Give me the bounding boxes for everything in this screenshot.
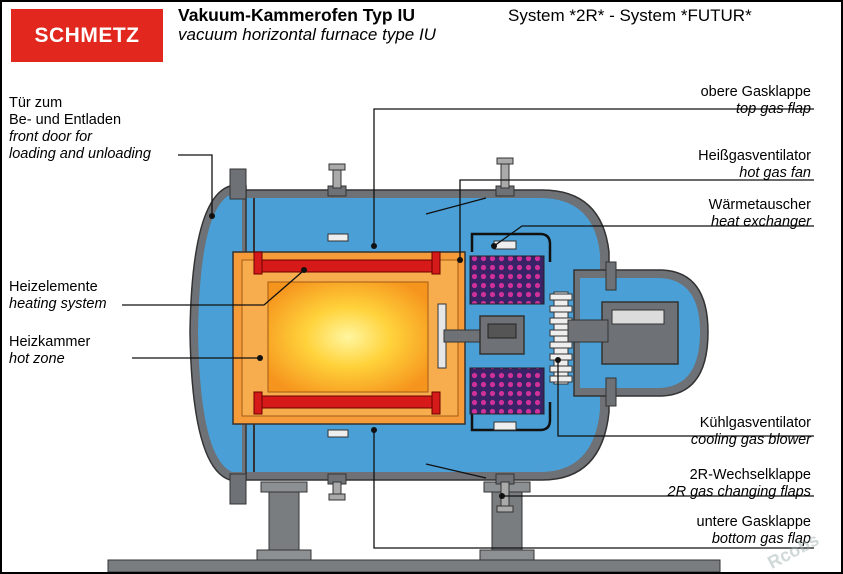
hot-gas-fan [437,303,525,369]
door-flange-bottom [229,473,247,505]
motor-flange-bottom [605,377,617,407]
schmetz-logo: SCHMETZ [11,9,163,62]
system-title: System *2R* - System *FUTUR* [508,6,752,25]
front-door-inner [198,194,242,472]
heating-element-bottom [253,391,441,415]
label-hot-zone: Heizkammer hot zone [9,334,91,367]
leader-dots [209,213,561,499]
motor-flange-top [605,261,617,291]
floor-base [107,559,721,572]
label-bottom-gas-flap: untere Gasklappe bottom gas flap [696,514,811,547]
label-heat-exchanger: Wärmetauscher heat exchanger [708,197,811,230]
title-english: vacuum horizontal furnace type IU [178,25,436,44]
label-cooling-gas-blower: Kühlgasventilator cooling gas blower [690,415,811,448]
hot-zone-core [267,281,429,393]
support-leg-left [256,481,312,561]
title-german: Vakuum-Kammerofen Typ IU [178,5,415,25]
label-top-gas-flap: obere Gasklappe top gas flap [700,84,811,117]
door-flange-top [229,168,247,200]
changing-flap-bottom [493,421,517,513]
heat-exchanger-top [469,255,545,305]
label-hot-gas-fan: Heißgasventilator hot gas fan [698,148,811,181]
heat-exchanger-bottom [469,367,545,415]
label-front-door: Tür zum Be- und Entladen front door for … [9,95,151,162]
label-gas-changing-flaps: 2R-Wechselklappe 2R gas changing flaps [667,467,812,500]
label-heating-system: Heizelemente heating system [9,279,107,312]
leader-lines [122,108,814,549]
bottom-gas-flap [327,429,349,501]
top-gas-flap [327,163,349,242]
